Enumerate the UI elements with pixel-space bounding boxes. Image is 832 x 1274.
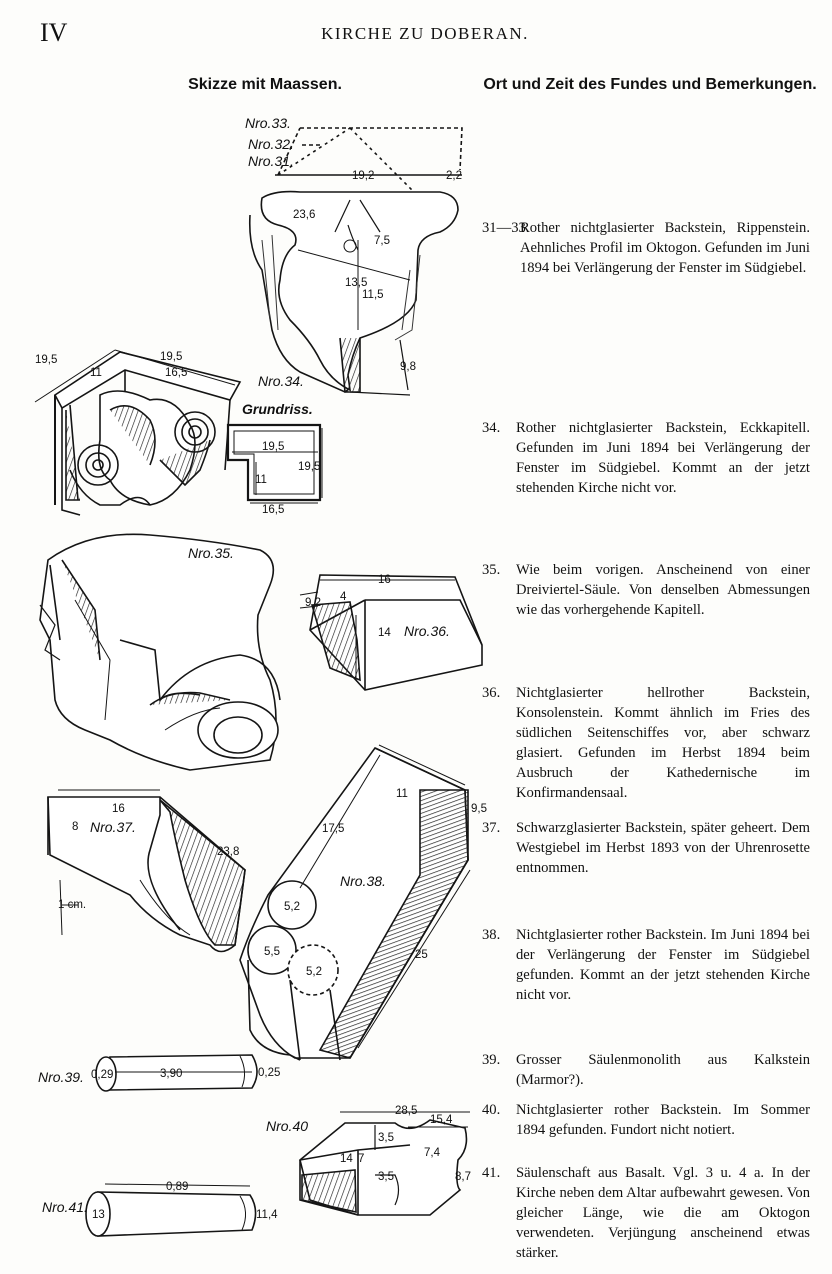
dim-41-c: 11,4 [256,1209,278,1221]
entry-number: 39. [482,1052,501,1068]
figure-40-brick [299,1111,470,1216]
entry-40: 40. Nichtglasierter rother Backstein. Im… [482,1100,810,1140]
fig-label-nro34: Nro.34. [258,373,304,389]
dim-34-d: 11 [90,367,102,379]
figure-39-column-monolith [95,1054,258,1092]
dim-34-plan-d: 16,5 [262,504,284,516]
entry-41: 41. Säulenschaft aus Basalt. Vgl. 3 u. 4… [482,1163,810,1263]
entry-text: Rother nichtglasierter Backstein, Rippen… [520,220,810,276]
figure-31-33-rib-stone [248,127,463,396]
dim-34-plan-c: 11 [255,474,267,486]
entry-38: 38. Nichtglasierter rother Backstein. Im… [482,925,810,1005]
fig-label-nro31: Nro.31. [248,153,294,169]
dim-36-a: 16 [378,574,391,586]
dim-31-a: 19,2 [352,170,374,182]
entry-number: 34. [482,420,501,436]
dim-39-a: 0,29 [91,1069,113,1081]
fig-label-nro41: Nro.41. [42,1199,88,1215]
entry-number: 35. [482,562,501,578]
fig-label-nro40: Nro.40 [266,1118,308,1134]
dim-41-a: 13 [92,1209,105,1221]
column-heading-sketches: Skizze mit Maassen. [188,76,342,93]
entry-text: Nichtglasierter rother Backstein. Im Som… [516,1102,810,1138]
fig-label-nro39: Nro.39. [38,1069,84,1085]
entry-number: 36. [482,685,501,701]
dim-38-e: 5,5 [264,946,280,958]
entry-number: 31—33. [482,220,530,236]
dim-38-c: 17,5 [322,823,344,835]
dim-39-c: 0,25 [258,1067,280,1079]
dim-40-b: 15,4 [430,1114,453,1126]
dim-40-a: 28,5 [395,1105,417,1117]
figure-37-frieze-stone [47,789,246,953]
entry-35: 35. Wie beim vorigen. Anscheinend von ei… [482,560,810,620]
dim-34-c: 16,5 [165,367,187,379]
entry-text: Säulenschaft aus Basalt. Vgl. 3 u. 4 a. … [516,1165,810,1261]
figure-34-corner-capital [34,349,323,516]
dim-38-f: 5,2 [306,966,322,978]
fig-label-nro38: Nro.38. [340,873,386,889]
dim-39-b: 3,90 [160,1068,182,1080]
dim-40-d: 14 [340,1153,353,1165]
dim-40-h: 8,7 [455,1171,471,1183]
dim-38-g: 25 [415,949,428,961]
entry-text: Nichtglasierter rother Backstein. Im Jun… [516,927,810,1003]
entry-text: Schwarzglasierter Backstein, später gehe… [516,820,810,876]
fig-label-nro36: Nro.36. [404,623,450,639]
entry-number: 40. [482,1102,501,1118]
figure-41-column-shaft [85,1183,257,1237]
figure-36-corbel-stone [299,574,483,691]
dim-31-c: 23,6 [293,209,315,221]
entry-text: Grosser Säulenmonolith aus Kalkstein (Ma… [516,1052,810,1088]
dim-37-d: 1 cm. [58,899,86,911]
dim-34-plan-a: 19,5 [262,441,284,453]
dim-38-b: 9,5 [471,803,487,815]
fig-label-nro37: Nro.37. [90,819,136,835]
entry-number: 38. [482,927,501,943]
entry-39: 39. Grosser Säulenmonolith aus Kalkstein… [482,1050,810,1090]
dim-40-f: 7,4 [424,1147,441,1159]
column-heading-notes: Ort und Zeit des Fundes und Bemerkungen. [483,76,817,93]
dim-31-d: 7,5 [374,235,390,247]
fig-label-nro35: Nro.35. [188,545,234,561]
entry-34: 34. Rother nichtglasierter Backstein, Ec… [482,418,810,498]
dim-40-g: 3,5 [378,1171,394,1183]
grundriss-label: Grundriss. [242,401,313,417]
page-number: IV [40,18,68,47]
dim-38-a: 11 [396,788,408,800]
figure-38-shaped-stone [239,744,471,1061]
dim-31-g: 9,8 [400,361,416,373]
dim-31-e: 13,5 [345,277,367,289]
running-title: KIRCHE ZU DOBERAN. [321,24,529,43]
entry-31-33: 31—33. Rother nichtglasierter Backstein,… [482,218,810,278]
dim-31-b: 2,2 [446,170,462,182]
entry-number: 37. [482,820,501,836]
dim-34-a: 19,5 [35,354,57,366]
dim-40-e: 7 [358,1153,364,1165]
dim-31-f: 11,5 [362,289,384,301]
dim-40-c: 3,5 [378,1132,394,1144]
entry-36: 36. Nichtglasierter hellrother Backstein… [482,683,810,803]
dim-36-d: 14 [378,627,391,639]
fig-label-nro33: Nro.33. [245,115,291,131]
dim-41-b: 0,89 [166,1181,188,1193]
dim-38-d: 5,2 [284,901,300,913]
dim-36-c: 4 [340,591,347,603]
entry-37: 37. Schwarzglasierter Backstein, später … [482,818,810,878]
dim-34-plan-b: 19,5 [298,461,320,473]
dim-37-c: 23,8 [217,846,239,858]
entry-number: 41. [482,1165,501,1181]
dim-34-b: 19,5 [160,351,182,363]
entry-text: Rother nichtglasierter Backstein, Eckkap… [516,420,810,496]
dim-37-b: 8 [72,821,78,833]
fig-label-nro32: Nro.32. [248,136,294,152]
figure-35-column-capital [39,533,281,771]
entry-text: Wie beim vorigen. Anscheinend von einer … [516,562,810,618]
entry-text: Nichtglasierter hellrother Backstein, Ko… [516,685,810,801]
dim-37-a: 16 [112,803,125,815]
dim-36-b: 9,2 [305,597,321,609]
